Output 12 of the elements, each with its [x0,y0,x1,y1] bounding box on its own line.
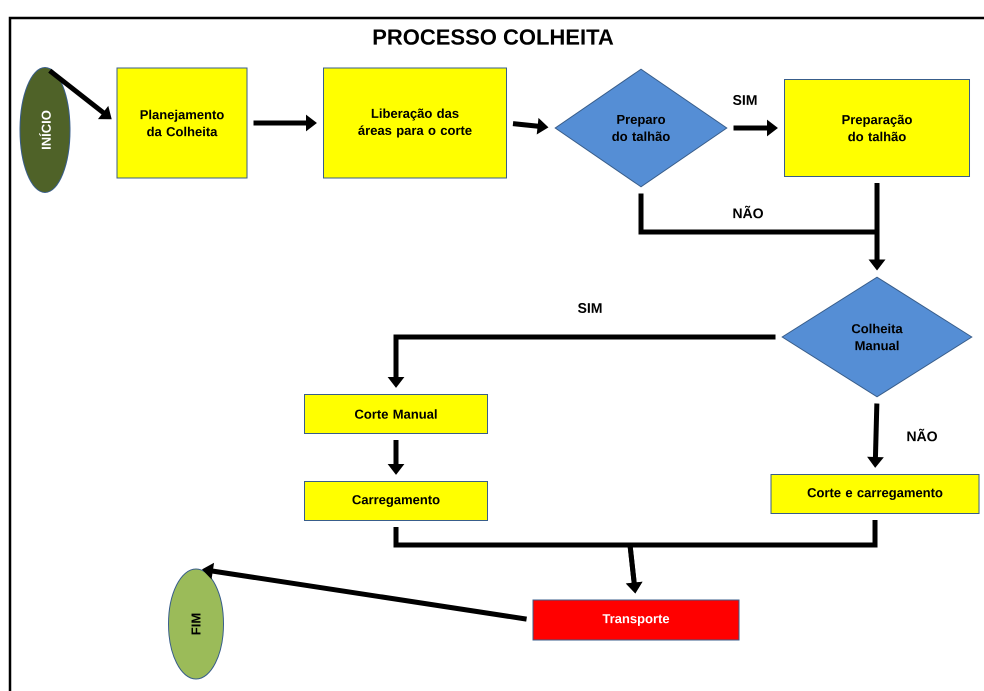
process-box: Liberação das áreas para o corte [323,68,507,178]
edge-label: SIM [732,95,757,105]
title: PROCESSO COLHEITA [374,29,614,45]
process-box: Planejamento da Colheita [116,68,248,178]
process-box: Corte e carregamento [770,474,980,514]
process-box: Preparação do talhão [784,79,970,177]
process-box: Transporte [532,600,740,640]
process-box: Corte Manual [304,394,488,434]
edge-label: SIM [578,303,602,313]
edge-label: NÃO [733,206,763,218]
process-box: Carregamento [304,481,488,521]
edge-label: NÃO [907,428,937,442]
